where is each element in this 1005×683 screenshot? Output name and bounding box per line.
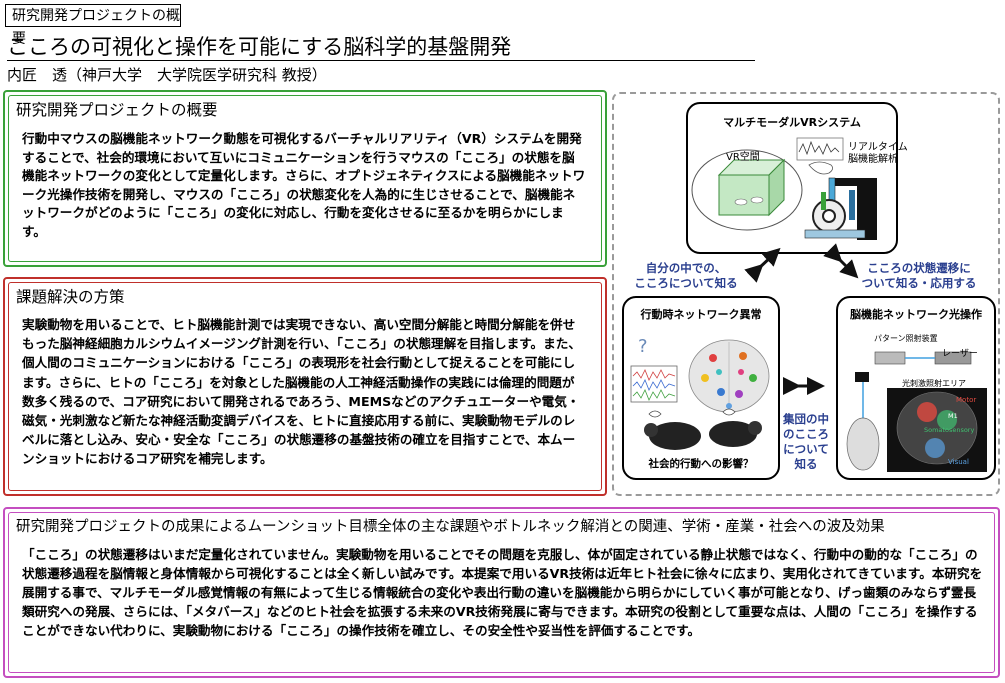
diagram-area: マルチモーダルVRシステム VR空間 リアルタイム 脳機能解析 (612, 92, 1000, 496)
impact-box: 研究開発プロジェクトの成果によるムーンショット目標全体の主な課題やボトルネック解… (3, 507, 1000, 678)
pattern-device-label: パターン照射装置 (874, 334, 938, 343)
overview-heading: 研究開発プロジェクトの概要 (16, 101, 218, 119)
impact-heading: 研究開発プロジェクトの成果によるムーンショット目標全体の主な課題やボトルネック解… (16, 519, 885, 535)
overview-box: 研究開発プロジェクトの概要 行動中マウスの脳機能ネットワーク動態を可視化するバー… (3, 90, 607, 267)
vr-system-title: マルチモーダルVRシステム (723, 116, 861, 129)
left-arrow-caption: 自分の中での、 こころについて知る (634, 261, 738, 290)
abnormal-network-panel: 行動時ネットワーク異常 ? 社会的行動への影響？ (622, 296, 780, 480)
vr-system-illustration (691, 137, 877, 240)
mice-illustration (644, 408, 762, 450)
optogenetics-panel: 脳機能ネットワーク光操作 パターン照射装置 レーザー 光刺激照射エリア Moto… (836, 296, 996, 480)
impact-text: 「こころ」の状態遷移はいまだ定量化されていません。実験動物を用いることでその問題… (22, 547, 983, 638)
solution-text: 実験動物を用いることで、ヒト脳機能計測では実現できない、高い空間分解能と時間分解… (22, 317, 581, 467)
solution-box: 課題解決の方策 実験動物を用いることで、ヒト脳機能計測では実現できない、高い空間… (3, 277, 607, 496)
collective-caption: 集団の中 のこころ について 知る (783, 412, 829, 471)
page-title: こころの可視化と操作を可能にする脳科学的基盤開発 (7, 34, 755, 61)
abnormal-network-title: 行動時ネットワーク異常 (640, 308, 762, 321)
stim-area-label: 光刺激照射エリア (902, 379, 966, 388)
brain-network-illustration (630, 339, 770, 413)
social-impact-label: 社会的行動への影響？ (648, 458, 754, 470)
question-mark: ? (638, 336, 648, 357)
laser-label: レーザー (942, 349, 978, 359)
solution-heading: 課題解決の方策 (16, 288, 125, 306)
right-arrow-caption: こころの状態遷移に ついて知る・応用する (861, 261, 977, 290)
author-line: 内匠 透（神戸大学 大学院医学研究科 教授） (7, 66, 327, 84)
overview-text: 行動中マウスの脳機能ネットワーク動態を可視化するバーチャルリアリティ（VR）シス… (22, 131, 586, 239)
optogenetics-illustration (846, 351, 987, 472)
optogenetics-title: 脳機能ネットワーク光操作 (850, 308, 982, 321)
realtime-analysis-label: リアルタイム 脳機能解析 (848, 142, 908, 165)
vr-space-label: VR空間 (726, 152, 760, 163)
section-tag: 研究開発プロジェクトの概要 (5, 4, 181, 47)
visual-label: Visual (948, 458, 969, 466)
motor-label: Motor (956, 396, 977, 404)
vr-system-panel: マルチモーダルVRシステム VR空間 リアルタイム 脳機能解析 (686, 102, 908, 254)
m1-label: M1 (948, 412, 958, 420)
somatosensory-label: Somatosensory (924, 426, 975, 434)
